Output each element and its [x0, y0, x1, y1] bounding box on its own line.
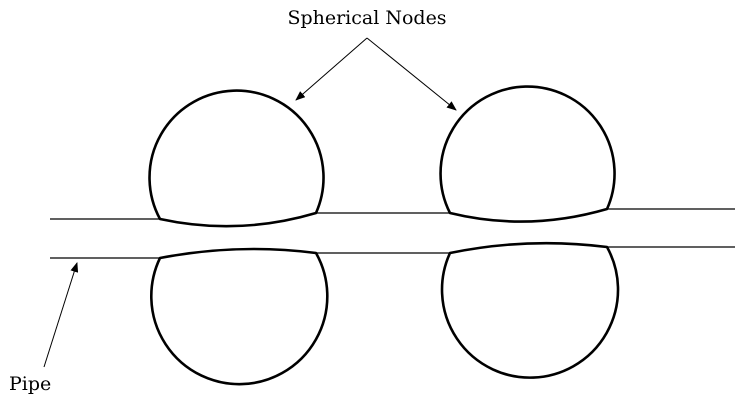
spherical-node-lower-left [150, 247, 329, 386]
pipe-arrow [43, 262, 79, 368]
spherical-nodes-label: Spherical Nodes [287, 7, 446, 29]
spherical-node-lower-right [440, 241, 620, 379]
spherical-node-upper-left [148, 89, 325, 228]
node-arrow-left [295, 37, 368, 101]
pipe-label: Pipe [9, 373, 51, 395]
spherical-node-upper-right [439, 85, 616, 223]
node-arrow-right [366, 37, 457, 111]
